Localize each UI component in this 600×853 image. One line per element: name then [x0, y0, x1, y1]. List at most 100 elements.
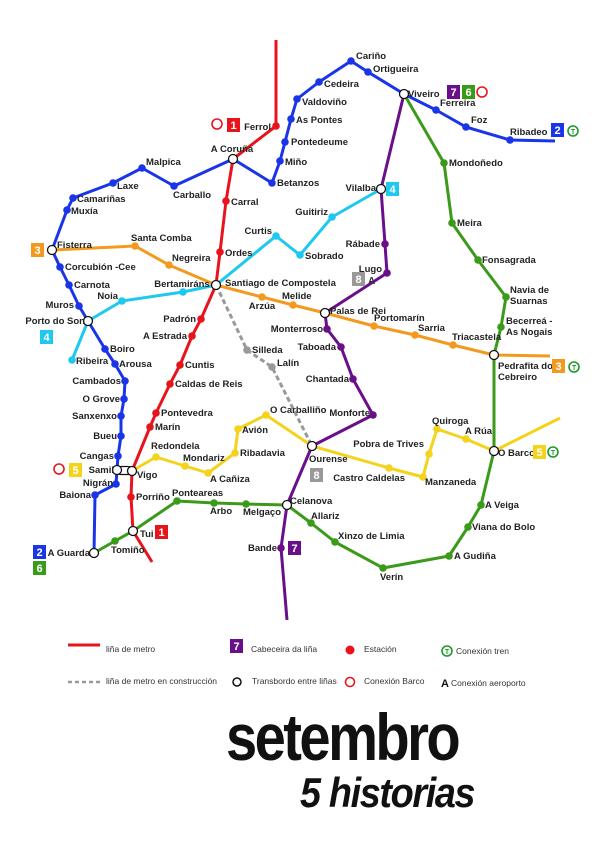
- station-navia[interactable]: [502, 293, 510, 301]
- station-cangas[interactable]: [114, 452, 122, 460]
- interchange-santiago[interactable]: [210, 279, 222, 291]
- station-ordes[interactable]: [216, 248, 224, 256]
- station-fonsagrada[interactable]: [474, 256, 482, 264]
- station-mondonedo[interactable]: [440, 159, 448, 167]
- station-ribeira[interactable]: [68, 356, 76, 364]
- interchange-pedrafita[interactable]: [488, 349, 500, 361]
- station-negreira[interactable]: [165, 261, 173, 269]
- station-arousa[interactable]: [111, 360, 119, 368]
- station-padron[interactable]: [197, 315, 205, 323]
- station-valdovino[interactable]: [293, 95, 301, 103]
- station-sobrado[interactable]: [296, 251, 304, 259]
- station-nigran[interactable]: [112, 480, 120, 488]
- station-ribadavia[interactable]: [231, 449, 239, 457]
- station-curtis[interactable]: [272, 232, 280, 240]
- station-aveiga[interactable]: [477, 501, 485, 509]
- interchange-celanova[interactable]: [281, 499, 293, 511]
- station-sarria[interactable]: [411, 331, 419, 339]
- station-melgaco[interactable]: [242, 500, 250, 508]
- station-muxia[interactable]: [63, 206, 71, 214]
- station-caldas[interactable]: [166, 380, 174, 388]
- station-manzaneda[interactable]: [419, 473, 427, 481]
- station-ferrol[interactable]: [272, 122, 280, 130]
- station-carino[interactable]: [347, 57, 355, 65]
- station-melide[interactable]: [289, 301, 297, 309]
- station-redondela[interactable]: [152, 453, 160, 461]
- station-bertamirans[interactable]: [179, 288, 187, 296]
- station-monterroso[interactable]: [323, 325, 331, 333]
- station-xinzo[interactable]: [331, 538, 339, 546]
- interchange-vilalba[interactable]: [375, 183, 387, 195]
- station-quiroga[interactable]: [433, 425, 441, 433]
- station-castrocaldelas[interactable]: [385, 464, 393, 472]
- station-ocarballino[interactable]: [262, 411, 270, 419]
- station-ortigueira[interactable]: [364, 68, 372, 76]
- station-santacomba[interactable]: [131, 242, 139, 250]
- station-silleda[interactable]: [243, 346, 251, 354]
- station-meira[interactable]: [448, 219, 456, 227]
- station-pontevedra[interactable]: [152, 409, 160, 417]
- interchange-obarco[interactable]: [488, 445, 500, 457]
- station-ribadeo[interactable]: [506, 136, 514, 144]
- station-camarinas[interactable]: [69, 194, 77, 202]
- station-guitiriz[interactable]: [328, 213, 336, 221]
- station-allariz[interactable]: [307, 519, 315, 527]
- station-ogrove[interactable]: [120, 395, 128, 403]
- station-taboada[interactable]: [337, 343, 345, 351]
- station-muros[interactable]: [75, 302, 83, 310]
- station-acaniza[interactable]: [204, 469, 212, 477]
- interchange-aguarda[interactable]: [88, 547, 100, 559]
- interchange-ourense[interactable]: [306, 440, 318, 452]
- station-becerrea[interactable]: [497, 323, 505, 331]
- station-pobradetrives[interactable]: [425, 450, 433, 458]
- station-triacastela[interactable]: [449, 341, 457, 349]
- station-porrino[interactable]: [127, 493, 135, 501]
- station-monforte[interactable]: [369, 411, 377, 419]
- station-marin[interactable]: [146, 423, 154, 431]
- interchange-palasderei[interactable]: [319, 307, 331, 319]
- station-boiro[interactable]: [101, 345, 109, 353]
- station-noia[interactable]: [118, 297, 126, 305]
- station-corcubion[interactable]: [56, 263, 64, 271]
- station-avion[interactable]: [234, 425, 242, 433]
- station-ponteareas[interactable]: [173, 497, 181, 505]
- station-malpica[interactable]: [138, 164, 146, 172]
- station-carnota[interactable]: [65, 281, 73, 289]
- station-chantada[interactable]: [349, 375, 357, 383]
- interchange-acoruna[interactable]: [227, 153, 239, 165]
- station-carral[interactable]: [222, 197, 230, 205]
- station-bande[interactable]: [277, 544, 285, 552]
- station-bueu[interactable]: [117, 432, 125, 440]
- station-cambados[interactable]: [121, 377, 129, 385]
- station-arbo[interactable]: [210, 499, 218, 507]
- interchange-fisterra[interactable]: [46, 244, 58, 256]
- interchange-vigo[interactable]: [126, 465, 138, 477]
- station-portomarin[interactable]: [370, 322, 378, 330]
- station-foz[interactable]: [462, 123, 470, 131]
- station-aspontes[interactable]: [287, 115, 295, 123]
- station-mondariz[interactable]: [181, 462, 189, 470]
- station-tomino[interactable]: [111, 537, 119, 545]
- station-rabade[interactable]: [381, 240, 389, 248]
- station-cedeira[interactable]: [315, 78, 323, 86]
- interchange-tui[interactable]: [127, 525, 139, 537]
- station-aestrada[interactable]: [188, 332, 196, 340]
- station-lalin[interactable]: [268, 363, 276, 371]
- station-mino[interactable]: [276, 157, 284, 165]
- interchange-portodoson[interactable]: [82, 315, 94, 327]
- station-arzua[interactable]: [258, 293, 266, 301]
- station-betanzos[interactable]: [268, 179, 276, 187]
- station-carballo[interactable]: [170, 182, 178, 190]
- station-pontedeume[interactable]: [281, 138, 289, 146]
- interchange-viveiro[interactable]: [398, 88, 410, 100]
- station-verin[interactable]: [379, 564, 387, 572]
- station-ferreira[interactable]: [432, 106, 440, 114]
- station-lugo[interactable]: [383, 269, 391, 277]
- station-baiona[interactable]: [91, 491, 99, 499]
- station-laxe[interactable]: [109, 179, 117, 187]
- station-agudina[interactable]: [445, 552, 453, 560]
- station-viana[interactable]: [464, 523, 472, 531]
- interchange-samil[interactable]: [111, 464, 123, 476]
- station-sanxenxo[interactable]: [117, 412, 125, 420]
- station-arua[interactable]: [462, 435, 470, 443]
